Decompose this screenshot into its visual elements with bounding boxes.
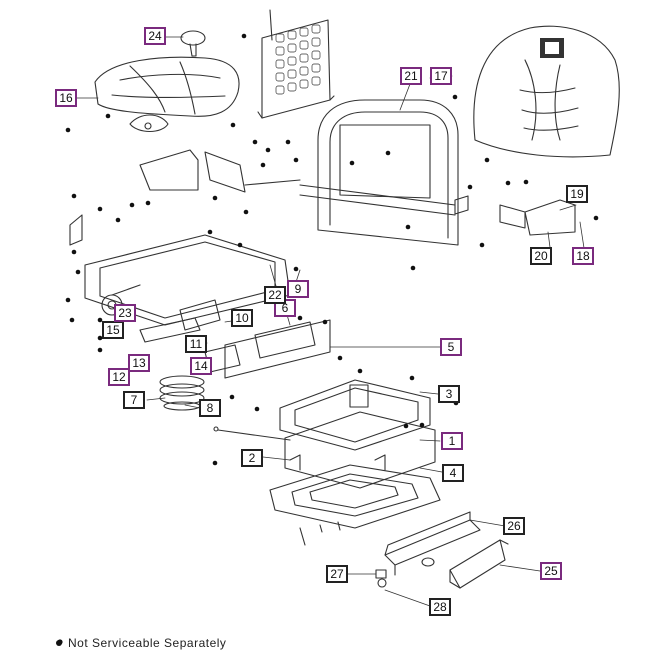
callout-1: 1 bbox=[441, 432, 463, 450]
callout-27: 27 bbox=[326, 565, 348, 583]
callout-7: 7 bbox=[123, 391, 145, 409]
callout-8: 8 bbox=[199, 399, 221, 417]
callout-28: 28 bbox=[429, 598, 451, 616]
seat-back-frame-part bbox=[299, 99, 459, 246]
seat-cushion-part bbox=[94, 56, 240, 133]
non-serviceable-bullets bbox=[57, 33, 599, 645]
callout-10: 10 bbox=[231, 309, 253, 327]
callout-22: 22 bbox=[264, 286, 286, 304]
suspension-grid-part bbox=[257, 9, 335, 119]
knob-part bbox=[180, 30, 206, 57]
right-armrest-part bbox=[454, 195, 576, 236]
legend-text: Not Serviceable Separately bbox=[68, 636, 227, 650]
spring-part bbox=[159, 375, 205, 411]
scissor-mechanism-part bbox=[139, 317, 331, 379]
callout-17: 17 bbox=[430, 67, 452, 85]
callout-18: 18 bbox=[572, 247, 594, 265]
callout-16: 16 bbox=[55, 89, 77, 107]
seat-pan-part bbox=[69, 214, 291, 331]
callout-21: 21 bbox=[400, 67, 422, 85]
callout-24: 24 bbox=[144, 27, 166, 45]
callout-20: 20 bbox=[530, 247, 552, 265]
callout-5: 5 bbox=[440, 338, 462, 356]
callout-4: 4 bbox=[442, 464, 464, 482]
callout-23: 23 bbox=[114, 304, 136, 322]
base-tray-part bbox=[269, 464, 441, 546]
legend-bullet-icon bbox=[56, 640, 62, 646]
callout-26: 26 bbox=[503, 517, 525, 535]
seat-back-cover-part bbox=[473, 25, 620, 158]
armrest-bracket-part bbox=[139, 149, 301, 193]
upper-base-plate-part bbox=[279, 379, 431, 451]
callout-15: 15 bbox=[102, 321, 124, 339]
callout-25: 25 bbox=[540, 562, 562, 580]
callout-12: 12 bbox=[108, 368, 130, 386]
callout-19: 19 bbox=[566, 185, 588, 203]
callout-2: 2 bbox=[241, 449, 263, 467]
callout-9: 9 bbox=[287, 280, 309, 298]
callout-13: 13 bbox=[128, 354, 150, 372]
callout-14: 14 bbox=[190, 357, 212, 375]
adjustment-rod-part bbox=[213, 426, 291, 441]
callout-11: 11 bbox=[185, 335, 207, 353]
lower-base-frame-part bbox=[284, 411, 436, 489]
callout-3: 3 bbox=[438, 385, 460, 403]
legend: Not Serviceable Separately bbox=[56, 635, 226, 651]
rail-channel-part bbox=[384, 511, 509, 589]
fastener-part bbox=[375, 569, 387, 588]
